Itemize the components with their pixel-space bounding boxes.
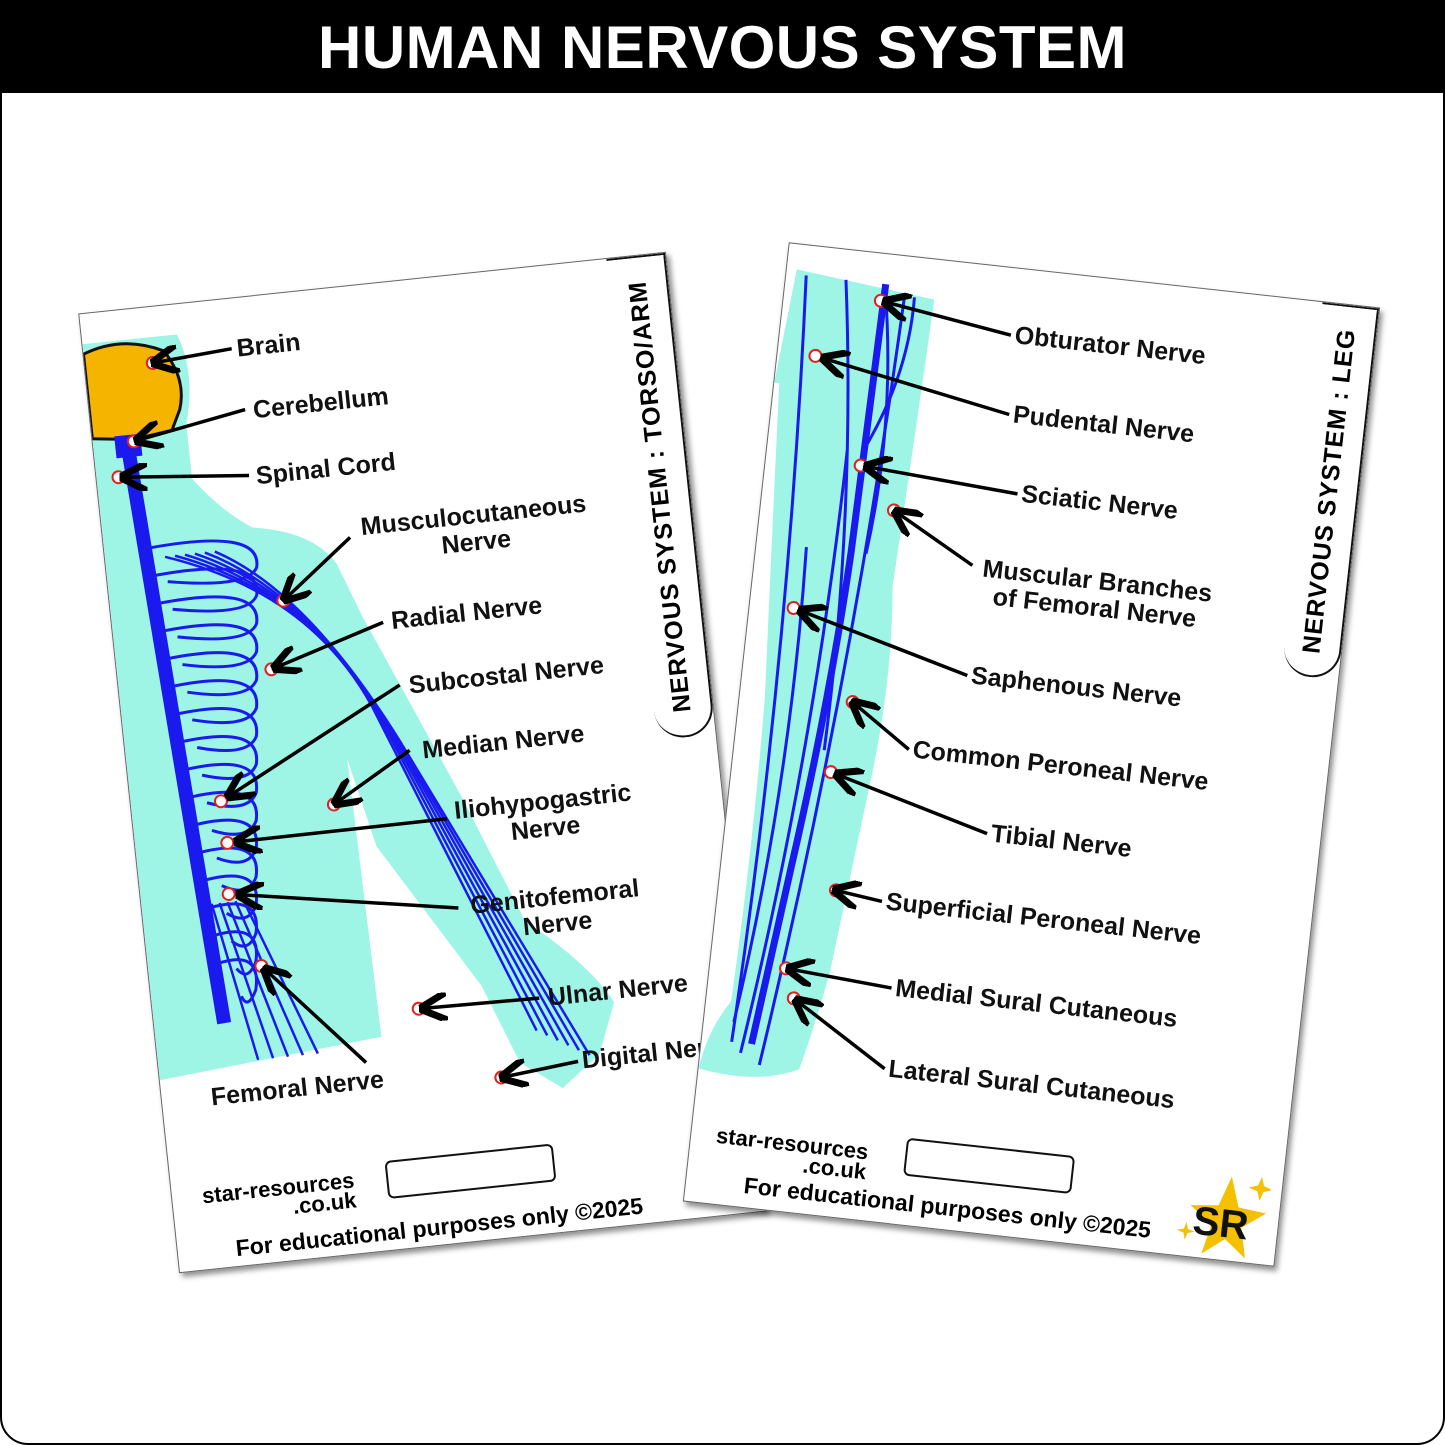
target-point-icon bbox=[779, 961, 794, 976]
target-point-icon bbox=[411, 1001, 426, 1016]
pointer-arrow-icon bbox=[334, 748, 411, 801]
torso-arm-card: Brain Cerebellum Spinal Cord Musculocuta… bbox=[78, 251, 767, 1274]
pointer-arrow-icon bbox=[823, 359, 1010, 417]
target-point-icon bbox=[254, 958, 269, 973]
pointer-arrow-icon bbox=[139, 407, 246, 440]
target-point-icon bbox=[808, 348, 823, 363]
page-title: HUMAN NERVOUS SYSTEM bbox=[0, 0, 1445, 93]
target-point-icon bbox=[220, 835, 235, 850]
target-point-icon bbox=[221, 886, 236, 901]
pointer-arrow-icon bbox=[852, 705, 910, 751]
pointer-arrow-icon bbox=[222, 683, 401, 794]
target-point-icon bbox=[126, 434, 141, 449]
pointer-arrow-icon bbox=[240, 817, 448, 842]
pointer-arrow-icon bbox=[157, 349, 233, 362]
leg-nerve bbox=[218, 902, 275, 1059]
torso-arm-diagram bbox=[81, 320, 615, 1272]
leg-nerve bbox=[757, 296, 906, 1066]
arm-nerve bbox=[214, 550, 591, 1056]
sciatic-trunk-nerve bbox=[748, 283, 890, 1045]
pointer-arrow-icon bbox=[242, 873, 459, 931]
target-point-icon bbox=[145, 356, 160, 371]
rib-nerve bbox=[153, 595, 259, 641]
pointer-arrow-icon bbox=[126, 464, 250, 488]
pointer-arrow-icon bbox=[894, 514, 974, 567]
leg-diagram bbox=[698, 269, 1018, 1077]
pointer-arrows bbox=[779, 288, 1018, 1071]
rib-nerve bbox=[168, 679, 259, 725]
target-point-icon bbox=[873, 293, 888, 308]
rib-nerve bbox=[163, 651, 259, 697]
target-point-icon bbox=[264, 662, 279, 677]
pointer-arrow-icon bbox=[836, 776, 988, 836]
nerve-network bbox=[730, 275, 916, 1066]
svg-text:SR: SR bbox=[1191, 1199, 1251, 1249]
pointer-arrow-icon bbox=[887, 303, 1012, 337]
sr-logo-icon: SR bbox=[1176, 1176, 1273, 1259]
target-point-icon bbox=[853, 458, 868, 473]
pointer-arrows bbox=[111, 320, 579, 1117]
leg-nerve bbox=[210, 903, 260, 1061]
pointer-arrow-icon bbox=[792, 970, 892, 990]
pointer-arrow-icon bbox=[282, 536, 352, 597]
rib-nerve bbox=[207, 902, 259, 948]
rib-nerve bbox=[173, 707, 259, 753]
target-point-icon bbox=[823, 765, 838, 780]
rib-nerve bbox=[158, 623, 259, 669]
pointer-arrow-icon bbox=[268, 963, 368, 1064]
target-point-icon bbox=[494, 1070, 509, 1085]
pointer-arrow-icon bbox=[793, 1003, 886, 1071]
rib-nerve bbox=[143, 539, 259, 585]
target-point-icon bbox=[213, 794, 228, 809]
pointer-arrow-icon bbox=[426, 996, 540, 1010]
target-point-icon bbox=[786, 991, 801, 1006]
pointer-arrow-icon bbox=[869, 467, 1018, 496]
pointer-arrow-icon bbox=[505, 1061, 579, 1076]
leg-nerve bbox=[730, 275, 808, 1043]
leg-nerve bbox=[739, 450, 849, 1054]
leg-card: Obturator Nerve Pudental Nerve Sciatic N… bbox=[682, 242, 1381, 1267]
target-point-icon bbox=[786, 601, 801, 616]
pointer-arrow-icon bbox=[838, 891, 883, 901]
pointer-arrow-icon bbox=[275, 620, 384, 666]
rib-nerve bbox=[148, 567, 259, 613]
target-point-icon bbox=[111, 470, 126, 485]
pointer-arrow-icon bbox=[799, 612, 968, 678]
